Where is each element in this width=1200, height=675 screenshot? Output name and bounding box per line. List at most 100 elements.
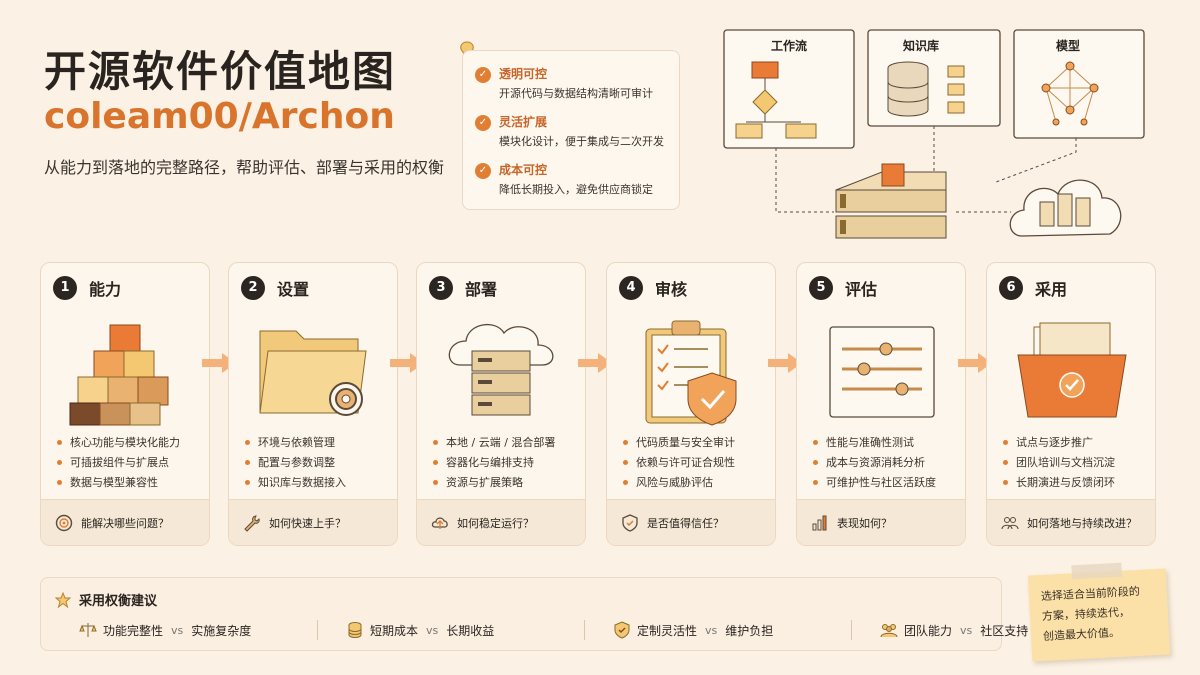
workflow-panel: 工作流 — [723, 29, 855, 149]
coins-icon — [348, 622, 362, 638]
step-footer: 如何快速上手？ — [229, 499, 397, 545]
sliders-icon — [829, 326, 935, 418]
arrow-right-icon — [202, 353, 236, 373]
list-item: 核心功能与模块化能力 — [57, 433, 180, 453]
step-card-adopt[interactable]: 6 采用 试点与逐步推广 团队培训与文档沉淀 长期演进与反馈闭环 如何落地与持续… — [986, 262, 1156, 546]
benefit-desc: 降低长期投入，避免供应商锁定 — [499, 183, 653, 196]
knowledge-label: 知识库 — [902, 38, 939, 53]
step-footer: 如何稳定运行？ — [417, 499, 585, 545]
benefit-item: ✓ 成本可控 降低长期投入，避免供应商锁定 — [475, 161, 667, 197]
sticky-note: 选择适合当前阶段的 方案，持续迭代， 创造最大价值。 — [1027, 568, 1171, 662]
step-title: 设置 — [277, 280, 310, 299]
page-subtitle: 从能力到落地的完整路径，帮助评估、部署与采用的权衡 — [44, 158, 445, 177]
bar-chart-icon — [812, 515, 827, 530]
clipboard-shield-icon — [645, 320, 737, 426]
step-number: 3 — [429, 276, 453, 300]
tradeoff-item: 定制灵活性 vs 维护负担 — [613, 620, 851, 640]
step-number: 1 — [53, 276, 77, 300]
tradeoff-item: 功能完整性 vs 实施复杂度 — [79, 620, 317, 640]
footer-question: 表现如何？ — [837, 516, 892, 530]
tradeoff-item: 团队能力 vs 社区支持 — [880, 620, 1118, 640]
tradeoff-left: 功能完整性 — [103, 623, 164, 638]
star-icon — [55, 591, 71, 608]
benefits-card: ✓ 透明可控 开源代码与数据结构清晰可审计 ✓ 灵活扩展 模块化设计，便于集成与… — [462, 50, 680, 210]
tradeoff-right: 实施复杂度 — [191, 623, 252, 638]
step-footer: 能解决哪些问题？ — [41, 499, 209, 545]
list-item: 容器化与编排支持 — [433, 453, 555, 473]
step-card-deploy[interactable]: 3 部署 本地 / 云端 / 混合部署 容器化与编排支持 资源与扩展策略 如何稳… — [416, 262, 586, 546]
cloud-storage — [1009, 179, 1122, 237]
tradeoff-item: 短期成本 vs 长期收益 — [346, 620, 584, 640]
benefit-item: ✓ 透明可控 开源代码与数据结构清晰可审计 — [475, 65, 667, 101]
footer-question: 如何落地与持续改进？ — [1027, 516, 1137, 530]
list-item: 数据与模型兼容性 — [57, 473, 180, 493]
step-title: 能力 — [89, 280, 122, 299]
vs-label: vs — [426, 623, 439, 637]
list-item: 环境与依赖管理 — [245, 433, 346, 453]
tradeoff-left: 定制灵活性 — [637, 623, 698, 638]
footer-question: 是否值得信任？ — [647, 516, 724, 530]
list-item: 资源与扩展策略 — [433, 473, 555, 493]
step-title: 采用 — [1035, 280, 1068, 299]
benefit-desc: 开源代码与数据结构清晰可审计 — [499, 87, 653, 100]
target-icon — [55, 514, 73, 531]
step-card-capability[interactable]: 1 能力 核心功能与模块化能力 可插拔组件与扩展点 数据与模型兼容性 能解决哪些… — [40, 262, 210, 546]
step-card-audit[interactable]: 4 审核 代码质量与安全审计 依赖与许可证合规性 风险与威胁评估 是否值得信任？ — [606, 262, 776, 546]
step-title: 评估 — [845, 280, 878, 299]
footer-question: 如何快速上手？ — [269, 516, 346, 530]
cloud-server-icon — [448, 323, 554, 416]
step-number: 4 — [619, 276, 643, 300]
architecture-diagram: 工作流 知识库 模型 — [723, 29, 1145, 239]
check-icon: ✓ — [475, 67, 491, 83]
folder-gear-icon — [259, 330, 367, 416]
scale-icon — [79, 623, 97, 637]
list-item: 本地 / 云端 / 混合部署 — [433, 433, 555, 453]
blocks-icon — [69, 324, 169, 426]
arrow-right-icon — [958, 353, 992, 373]
step-card-setup[interactable]: 2 设置 环境与依赖管理 配置与参数调整 知识库与数据接入 如何快速上手？ — [228, 262, 398, 546]
model-panel: 模型 — [1013, 29, 1145, 139]
vs-label: vs — [705, 623, 718, 637]
list-item: 长期演进与反馈闭环 — [1003, 473, 1115, 493]
list-item: 团队培训与文档沉淀 — [1003, 453, 1115, 473]
workflow-label: 工作流 — [771, 38, 807, 53]
list-item: 性能与准确性测试 — [813, 433, 936, 453]
wrench-icon — [244, 514, 260, 532]
step-title: 部署 — [465, 280, 498, 299]
page-title: 开源软件价值地图 — [44, 47, 397, 96]
benefit-desc: 模块化设计，便于集成与二次开发 — [499, 135, 664, 148]
cloud-upload-icon — [431, 516, 448, 529]
folder-check-icon — [1017, 322, 1127, 418]
step-card-evaluate[interactable]: 5 评估 性能与准确性测试 成本与资源消耗分析 可维护性与社区活跃度 表现如何？ — [796, 262, 966, 546]
shield-check-icon — [614, 621, 630, 639]
tradeoff-left: 团队能力 — [904, 623, 953, 638]
list-item: 成本与资源消耗分析 — [813, 453, 936, 473]
benefit-title: 灵活扩展 — [499, 115, 548, 129]
team-icon — [880, 624, 898, 638]
list-item: 配置与参数调整 — [245, 453, 346, 473]
step-number: 5 — [809, 276, 833, 300]
tradeoff-left: 短期成本 — [370, 623, 419, 638]
arrow-right-icon — [768, 353, 802, 373]
list-item: 代码质量与安全审计 — [623, 433, 735, 453]
step-footer: 表现如何？ — [797, 499, 965, 545]
tradeoff-right: 社区支持 — [980, 623, 1029, 638]
benefit-title: 透明可控 — [499, 67, 548, 81]
step-footer: 是否值得信任？ — [607, 499, 775, 545]
check-icon: ✓ — [475, 163, 491, 179]
benefit-title: 成本可控 — [499, 163, 548, 177]
step-footer: 如何落地与持续改进？ — [987, 499, 1155, 545]
tradeoff-right: 长期收益 — [446, 623, 495, 638]
repo-name: coleam00/Archon — [44, 96, 395, 137]
list-item: 风险与威胁评估 — [623, 473, 735, 493]
knowledge-panel: 知识库 — [867, 29, 1001, 127]
list-item: 可插拔组件与扩展点 — [57, 453, 180, 473]
arrow-right-icon — [390, 353, 424, 373]
footer-question: 能解决哪些问题？ — [81, 516, 169, 530]
arrow-right-icon — [578, 353, 612, 373]
tradeoff-right: 维护负担 — [725, 623, 774, 638]
list-item: 可维护性与社区活跃度 — [813, 473, 936, 493]
benefit-item: ✓ 灵活扩展 模块化设计，便于集成与二次开发 — [475, 113, 667, 149]
list-item: 试点与逐步推广 — [1003, 433, 1115, 453]
list-item: 依赖与许可证合规性 — [623, 453, 735, 473]
